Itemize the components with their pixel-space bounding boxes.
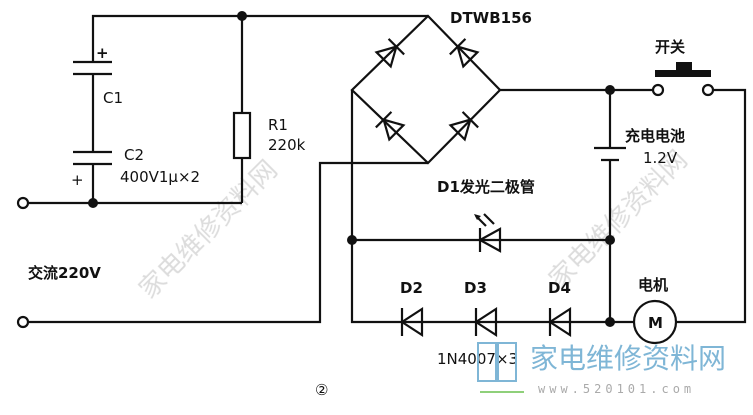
d4-label: D4 xyxy=(548,279,571,297)
light-emission-icon xyxy=(474,213,495,227)
capacitor-spec: 400V1μ×2 xyxy=(120,168,200,186)
watermark-site-name: 家电维修资料网 xyxy=(530,342,726,375)
figure-number: ② xyxy=(315,381,328,399)
ac-input-label: 交流220V xyxy=(28,264,101,282)
battery xyxy=(594,146,626,162)
diode-d2 xyxy=(399,306,424,338)
r1-label: R1 xyxy=(268,116,288,134)
diode-d4 xyxy=(547,306,572,338)
d3-label: D3 xyxy=(464,279,487,297)
resistor-r1 xyxy=(232,111,252,160)
watermark-url: www.520101.com xyxy=(538,382,695,396)
ac-terminal xyxy=(16,196,30,210)
diode-icon xyxy=(374,38,405,69)
motor xyxy=(632,299,678,345)
switch-label: 开关 xyxy=(655,38,685,56)
ac-terminal xyxy=(16,315,30,329)
battery-label: 充电电池 xyxy=(625,127,685,145)
c2-polarity: + xyxy=(71,171,84,189)
junction-dots xyxy=(88,11,615,327)
d2-label: D2 xyxy=(400,279,423,297)
capacitor-c1 xyxy=(73,60,112,76)
c1-label: C1 xyxy=(103,89,123,107)
diode-icon xyxy=(375,111,406,142)
led-label: D1发光二极管 xyxy=(437,178,535,196)
diode-icon xyxy=(449,38,480,69)
push-switch xyxy=(651,62,715,97)
watermark-text: 家电维修资料网 xyxy=(544,145,694,295)
site-logo xyxy=(477,342,524,393)
battery-voltage: 1.2V xyxy=(643,149,678,167)
r1-value: 220k xyxy=(268,136,306,154)
capacitor-c2 xyxy=(73,150,112,166)
motor-label: 电机 xyxy=(638,276,668,294)
bridge-rectifier xyxy=(374,38,480,142)
led-d1 xyxy=(477,227,502,253)
c1-polarity: + xyxy=(96,44,109,62)
bridge-label: DTWB156 xyxy=(450,9,532,27)
diode-icon xyxy=(448,111,479,142)
c2-label: C2 xyxy=(124,146,144,164)
motor-symbol: M xyxy=(648,314,663,332)
diode-d3 xyxy=(473,306,498,338)
